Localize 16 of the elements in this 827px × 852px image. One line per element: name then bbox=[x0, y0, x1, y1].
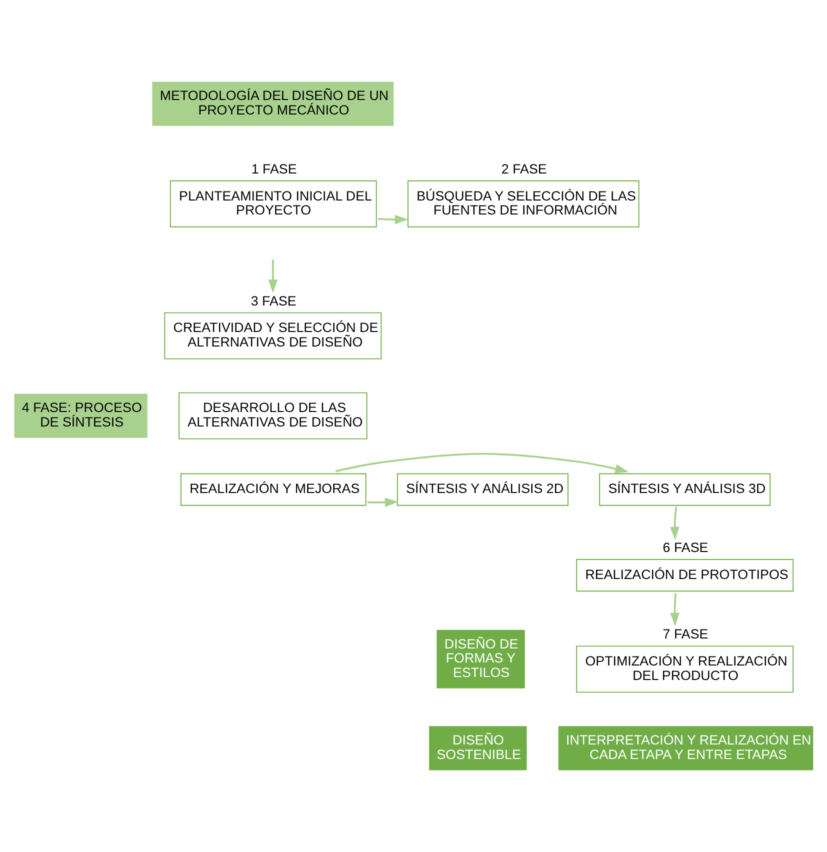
node-box: METODOLOGÍA DEL DISEÑO DE UN PROYECTO MECÁNICO bbox=[152, 82, 394, 126]
arrow bbox=[335, 452, 629, 474]
node-label: 1 FASE bbox=[251, 161, 297, 176]
node-box: 4 FASE: PROCESO DE SÍNTESIS bbox=[14, 394, 148, 438]
arrow bbox=[670, 593, 680, 626]
node-label: 3 FASE bbox=[250, 293, 296, 308]
arrow bbox=[670, 506, 680, 540]
node-box: DISEÑO DE FORMAS Y ESTILOS bbox=[436, 630, 525, 688]
arrow bbox=[368, 498, 398, 508]
node-label: 6 FASE bbox=[662, 540, 708, 556]
node-label: 7 FASE bbox=[662, 626, 708, 642]
node-box: INTERPRETACIÓN Y REALIZACIÓN EN CADA ETAPA Y ENTRE ETAPAS bbox=[558, 726, 814, 770]
arrow bbox=[268, 260, 278, 294]
node-box: DISEÑO SOSTENIBLE bbox=[429, 726, 527, 770]
arrow bbox=[378, 214, 408, 224]
node-label: 2 FASE bbox=[501, 161, 547, 176]
